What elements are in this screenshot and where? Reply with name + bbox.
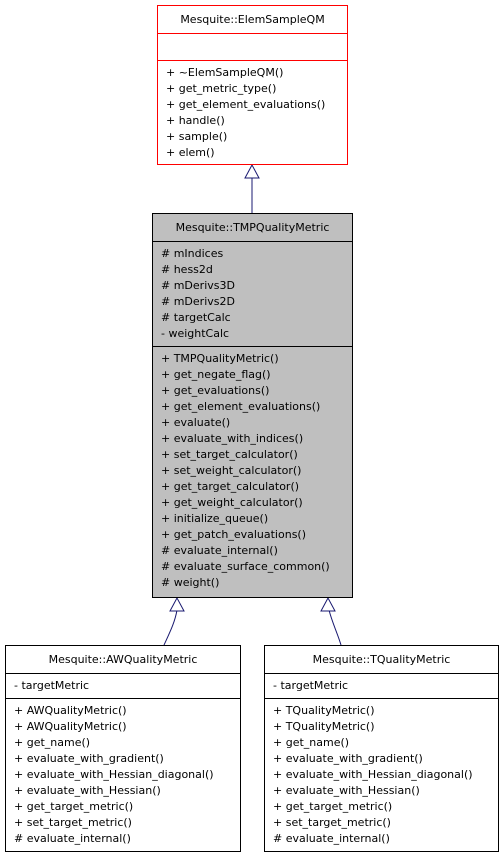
operation: + get_element_evaluations() xyxy=(166,98,326,111)
class-elem-sample-qm[interactable]: Mesquite::ElemSampleQM + ~ElemSampleQM()… xyxy=(157,5,348,165)
attribute: - targetMetric xyxy=(14,679,90,692)
class-title: Mesquite::ElemSampleQM xyxy=(180,13,325,26)
attribute: # hess2d xyxy=(161,263,213,276)
operation: + evaluate_with_Hessian() xyxy=(273,784,420,797)
attribute: # mDerivs3D xyxy=(161,279,235,292)
generalization-arrow-t xyxy=(320,596,336,612)
operation: + get_target_metric() xyxy=(14,800,134,813)
operation: + get_element_evaluations() xyxy=(161,400,321,413)
attributes-section: - targetMetric xyxy=(6,673,240,698)
operation: + set_target_metric() xyxy=(14,816,132,829)
operation: + get_target_metric() xyxy=(273,800,393,813)
class-title: Mesquite::TQualityMetric xyxy=(312,653,451,666)
operation: + get_metric_type() xyxy=(166,82,277,95)
operation: + AWQualityMetric() xyxy=(14,704,127,717)
class-aw-quality-metric[interactable]: Mesquite::AWQualityMetric - targetMetric… xyxy=(5,645,241,852)
operation: + get_name() xyxy=(273,736,350,749)
operation: # evaluate_internal() xyxy=(14,832,131,845)
operation: + get_evaluations() xyxy=(161,384,270,397)
generalization-arrow-aw xyxy=(169,596,185,612)
operation: # weight() xyxy=(161,576,220,589)
operation: + get_negate_flag() xyxy=(161,368,271,381)
operation: + evaluate_with_gradient() xyxy=(273,752,423,765)
operations-section: + TMPQualityMetric() + get_negate_flag()… xyxy=(153,346,352,595)
attribute: - weightCalc xyxy=(161,327,230,340)
operation: + get_weight_calculator() xyxy=(161,496,303,509)
attributes-section: # mIndices # hess2d # mDerivs3D # mDeriv… xyxy=(153,241,352,346)
operation: + ~ElemSampleQM() xyxy=(166,66,284,79)
edge-t-to-tmp xyxy=(328,609,342,646)
attribute: # mDerivs2D xyxy=(161,295,235,308)
attribute: # targetCalc xyxy=(161,311,231,324)
attribute: # mIndices xyxy=(161,247,224,260)
operation: + get_patch_evaluations() xyxy=(161,528,307,541)
operations-section: + AWQualityMetric() + AWQualityMetric() … xyxy=(6,698,240,851)
operation: + set_weight_calculator() xyxy=(161,464,302,477)
operation: + evaluate_with_Hessian_diagonal() xyxy=(273,768,473,781)
class-title: Mesquite::TMPQualityMetric xyxy=(175,221,330,234)
operation: + elem() xyxy=(166,146,215,159)
operation: # evaluate_surface_common() xyxy=(161,560,330,573)
attributes-section xyxy=(158,33,347,60)
operation: + TQualityMetric() xyxy=(273,704,375,717)
operation: + sample() xyxy=(166,130,228,143)
operation: + initialize_queue() xyxy=(161,512,269,525)
attribute: - targetMetric xyxy=(273,679,349,692)
edge-aw-to-tmp xyxy=(163,609,178,646)
operation: + set_target_metric() xyxy=(273,816,391,829)
operation: + AWQualityMetric() xyxy=(14,720,127,733)
operation: + get_target_calculator() xyxy=(161,480,300,493)
operation: + set_target_calculator() xyxy=(161,448,298,461)
operations-section: + TQualityMetric() + TQualityMetric() + … xyxy=(265,698,498,851)
class-title: Mesquite::AWQualityMetric xyxy=(48,653,198,666)
generalization-arrow-base xyxy=(244,163,260,179)
operation: + evaluate_with_Hessian_diagonal() xyxy=(14,768,214,781)
class-t-quality-metric[interactable]: Mesquite::TQualityMetric - targetMetric … xyxy=(264,645,499,852)
operation: + get_name() xyxy=(14,736,91,749)
operation: + evaluate_with_Hessian() xyxy=(14,784,161,797)
operation: + TMPQualityMetric() xyxy=(161,352,279,365)
operation: + evaluate_with_gradient() xyxy=(14,752,164,765)
operations-section: + ~ElemSampleQM() + get_metric_type() + … xyxy=(158,60,347,165)
operation: + handle() xyxy=(166,114,225,127)
operation: + evaluate() xyxy=(161,416,231,429)
class-tmp-quality-metric[interactable]: Mesquite::TMPQualityMetric # mIndices # … xyxy=(152,213,353,598)
attributes-section: - targetMetric xyxy=(265,673,498,698)
operation: + TQualityMetric() xyxy=(273,720,375,733)
operation: # evaluate_internal() xyxy=(161,544,278,557)
operation: + evaluate_with_indices() xyxy=(161,432,304,445)
operation: # evaluate_internal() xyxy=(273,832,390,845)
